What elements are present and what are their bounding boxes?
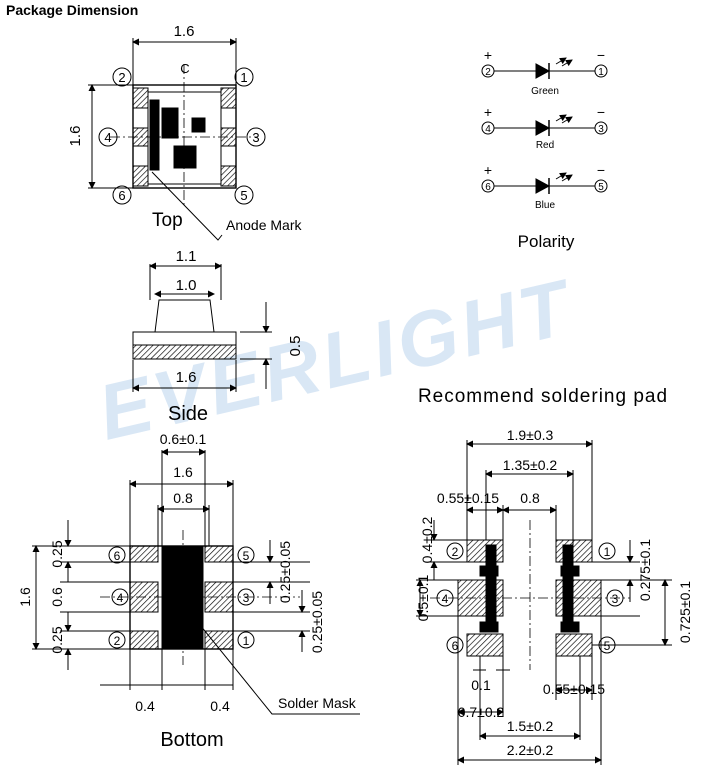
pad-dim-0: 1.9±0.3 xyxy=(507,427,554,443)
bottom-pin-4: 4 xyxy=(117,591,124,605)
bottom-pin-5: 5 xyxy=(243,549,250,563)
side-dim-1-6: 1.6 xyxy=(176,369,197,386)
top-pin-2: 2 xyxy=(118,70,125,85)
top-pin-6: 6 xyxy=(118,188,125,203)
top-pin-4: 4 xyxy=(104,130,111,145)
bottom-caption: Bottom xyxy=(160,729,223,751)
pad-dim-7: 0.725±0.1 xyxy=(677,581,693,643)
pol-cathode-blue: 5 xyxy=(598,182,604,193)
pad-dim-4: 0.4±0.2 xyxy=(419,516,435,563)
minus-sign: − xyxy=(597,104,605,120)
soldering-pad-caption: Recommend soldering pad xyxy=(418,386,668,407)
side-dim-1-1: 1.1 xyxy=(176,248,197,265)
pad-dim-6: 0.275±0.1 xyxy=(637,539,653,601)
pol-anode-red: 4 xyxy=(485,124,491,135)
bottom-dim-5: 0.25 xyxy=(49,626,65,653)
side-dim-0-5: 0.5 xyxy=(287,336,304,357)
page-title: Package Dimension xyxy=(6,2,139,18)
bottom-dim-10: 0.4 xyxy=(210,698,230,714)
polarity-row-green xyxy=(481,57,608,79)
pol-label-red: Red xyxy=(536,140,554,151)
polarity-caption: Polarity xyxy=(518,232,575,251)
bottom-pin-3: 3 xyxy=(243,591,250,605)
pad-pin-4: 4 xyxy=(442,592,449,606)
side-view xyxy=(132,262,272,392)
side-dim-1-0: 1.0 xyxy=(176,277,197,294)
bottom-pin-1: 1 xyxy=(243,634,250,648)
plus-sign: + xyxy=(484,47,492,63)
bottom-dim-8: 0.25±0.05 xyxy=(309,591,325,653)
pad-dim-9: 0.55±0.15 xyxy=(543,681,605,697)
pol-cathode-green: 1 xyxy=(598,67,604,78)
pad-dim-5: 0.5±0.1 xyxy=(415,574,431,621)
polarity-row-blue xyxy=(481,172,608,194)
plus-sign: + xyxy=(484,104,492,120)
side-caption: Side xyxy=(168,403,208,425)
bottom-view xyxy=(32,448,360,715)
top-pin-1: 1 xyxy=(240,70,247,85)
pad-dim-2: 0.55±0.15 xyxy=(437,490,499,506)
top-width-label: 1.6 xyxy=(174,23,195,40)
bottom-dim-4: 0.6 xyxy=(49,587,65,607)
pad-dim-1: 1.35±0.2 xyxy=(503,457,558,473)
bottom-dim-2: 0.8 xyxy=(173,490,193,506)
pol-anode-blue: 6 xyxy=(485,182,491,193)
pad-dim-8: 0.1 xyxy=(471,677,491,693)
bottom-pin-2: 2 xyxy=(114,634,121,648)
center-mark: C xyxy=(180,61,189,76)
polarity-row-red xyxy=(481,114,608,136)
pol-anode-green: 2 xyxy=(485,67,491,78)
bottom-dim-9: 0.4 xyxy=(135,698,155,714)
bottom-dim-0: 0.6±0.1 xyxy=(160,431,207,447)
top-height-label: 1.6 xyxy=(67,126,84,147)
pad-pin-2: 2 xyxy=(452,545,459,559)
pol-label-green: Green xyxy=(531,86,559,97)
plus-sign: + xyxy=(484,162,492,178)
pad-pin-6: 6 xyxy=(452,639,459,653)
pol-cathode-red: 3 xyxy=(598,124,604,135)
bottom-dim-6: 1.6 xyxy=(17,587,33,607)
solder-mask-label: Solder Mask xyxy=(278,695,357,711)
pad-dim-12: 2.2±0.2 xyxy=(507,742,554,758)
pad-pin-5: 5 xyxy=(604,639,611,653)
pad-dim-3: 0.8 xyxy=(520,490,540,506)
top-pin-3: 3 xyxy=(252,130,259,145)
pad-dim-11: 1.5±0.2 xyxy=(507,718,554,734)
pad-pin-3: 3 xyxy=(612,592,619,606)
top-caption: Top xyxy=(152,210,183,231)
bottom-dim-3: 0.25 xyxy=(49,540,65,567)
pad-dim-10: 0.7±0.2 xyxy=(458,704,505,720)
bottom-dim-7: 0.25±0.05 xyxy=(277,541,293,603)
minus-sign: − xyxy=(597,47,605,63)
top-view xyxy=(88,38,266,241)
soldering-pad-view xyxy=(416,440,672,765)
pol-label-blue: Blue xyxy=(535,200,555,211)
minus-sign: − xyxy=(597,162,605,178)
pad-pin-1: 1 xyxy=(604,545,611,559)
bottom-dim-1: 1.6 xyxy=(173,464,193,480)
top-pin-5: 5 xyxy=(240,188,247,203)
polarity-diagram xyxy=(481,57,608,194)
bottom-pin-6: 6 xyxy=(114,549,121,563)
anode-mark-label: Anode Mark xyxy=(226,217,302,233)
